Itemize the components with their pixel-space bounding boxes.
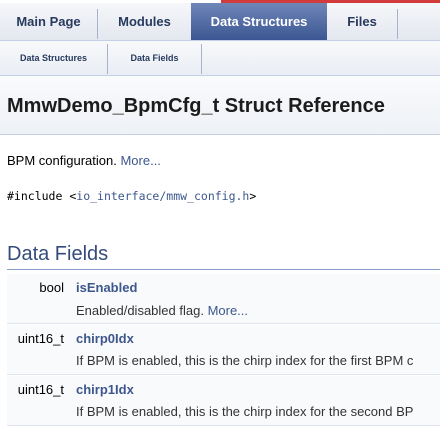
main-nav-tabs: Main Page Modules Data Structures Files [0,3,440,41]
page-header [0,76,440,135]
field-name-link[interactable]: isEnabled [76,280,138,295]
table-row: bool isEnabled Enabled/disabled flag. Mo… [7,274,440,324]
section-divider [7,269,440,270]
tab-files[interactable]: Files [347,14,377,29]
brief-text: BPM configuration. [7,153,117,168]
subtab-data-fields[interactable]: Data Fields [130,53,179,63]
tab-separator [107,44,108,74]
tab-separator [397,9,398,39]
field-description: Enabled/disabled flag. More... [76,303,248,318]
field-name-link[interactable]: chirp1Idx [76,382,134,397]
data-fields-heading: Data Fields [7,243,109,265]
tab-separator [97,9,98,39]
sub-nav-tabs: Data Structures Data Fields [0,41,440,76]
row-border [7,425,440,426]
more-link[interactable]: More... [120,153,161,168]
top-accent-bar [0,0,440,3]
brief-description: BPM configuration. More... [7,153,161,168]
field-more-link[interactable]: More... [207,303,249,318]
tab-data-structures[interactable]: Data Structures [191,3,327,40]
row-border [7,374,440,375]
tab-modules[interactable]: Modules [118,14,171,29]
include-file-link[interactable]: io_interface/mmw_config.h [76,189,250,203]
tab-main-page[interactable]: Main Page [16,14,81,29]
row-border [7,323,440,324]
table-row: uint16_t chirp0Idx If BPM is enabled, th… [7,325,440,375]
top-accent-red [221,0,440,3]
field-description: If BPM is enabled, this is the chirp ind… [76,353,414,368]
field-type: bool [39,280,64,295]
include-keyword: #include [7,189,63,203]
field-name-link[interactable]: chirp0Idx [76,331,134,346]
include-line: #include <io_interface/mmw_config.h> [7,189,256,203]
field-description: If BPM is enabled, this is the chirp ind… [76,404,414,419]
field-description-text: Enabled/disabled flag. [76,303,204,318]
include-open-bracket: < [69,189,77,203]
field-type: uint16_t [17,382,64,397]
tab-separator [201,44,202,74]
table-row: uint16_t chirp1Idx If BPM is enabled, th… [7,376,440,426]
include-close-bracket: > [249,189,257,203]
page-title: MmwDemo_BpmCfg_t Struct Reference [7,95,385,117]
subtab-data-structures[interactable]: Data Structures [19,53,88,63]
field-type: uint16_t [17,331,64,346]
